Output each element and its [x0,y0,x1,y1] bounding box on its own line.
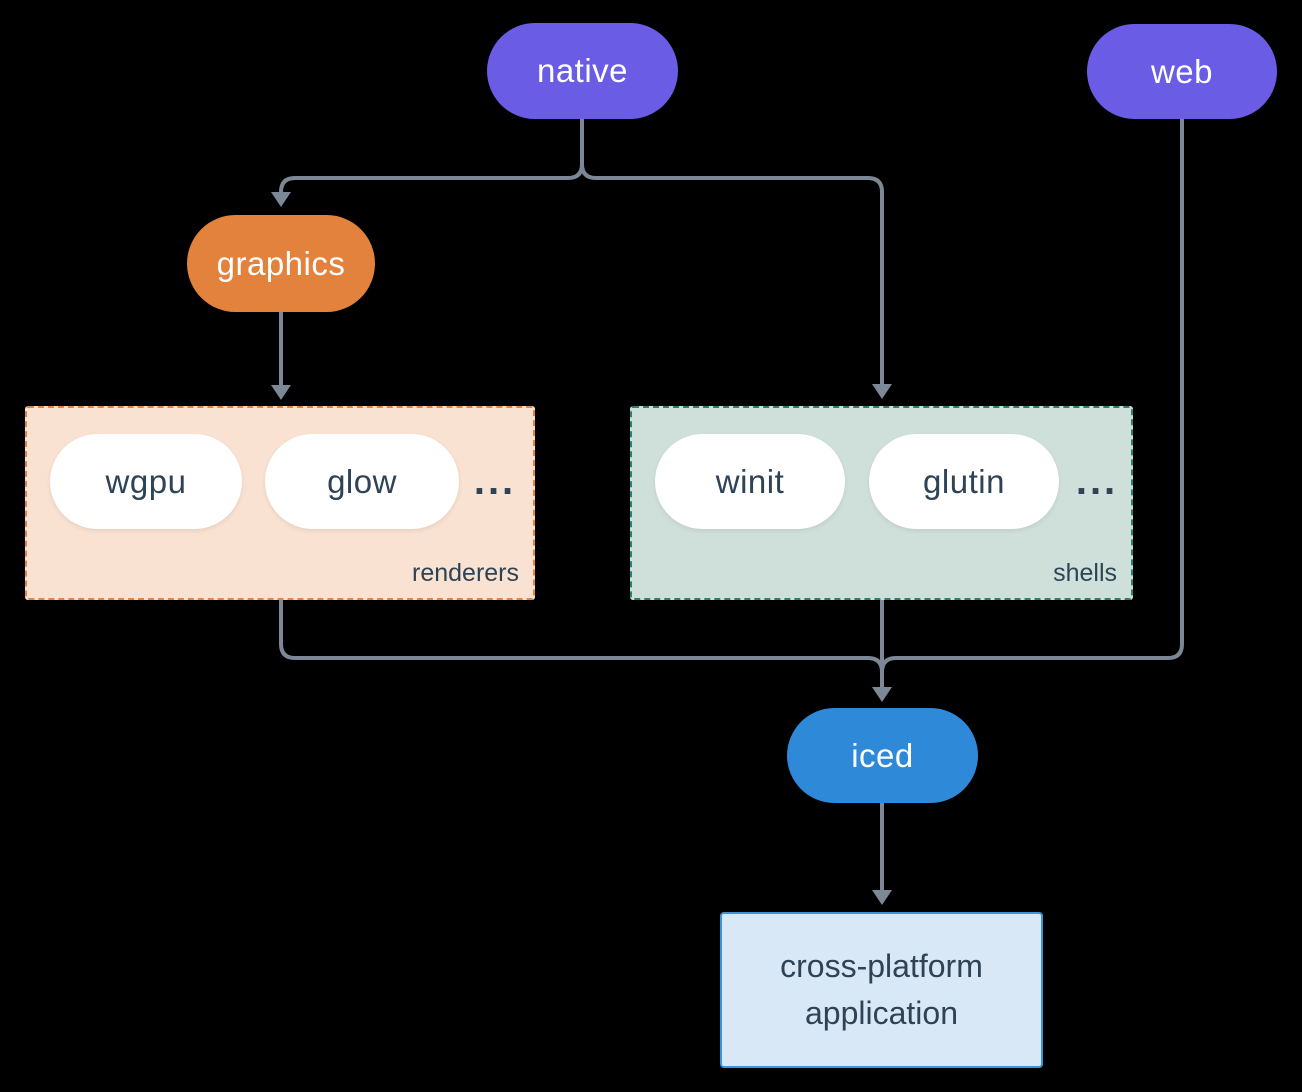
ellipsis-shells: ... [1075,459,1119,503]
node-web: web [1087,24,1277,119]
arrowhead-shells [872,384,892,399]
node-glutin: glutin [869,434,1059,529]
edge-renderers-to-iced [279,600,884,688]
edge-web-to-iced [880,119,1184,688]
edge-native-to-graphics [279,119,584,194]
group-label-shells: shells [1053,559,1117,587]
arrowhead-graphics [271,192,291,207]
group-shells: winit glutin ... shells [630,406,1133,600]
application-label-line1: cross-platform [780,948,983,984]
node-winit: winit [655,434,845,529]
arrowhead-application [872,890,892,905]
node-iced: iced [787,708,978,803]
node-wgpu: wgpu [50,434,242,529]
group-renderers: wgpu glow ... renderers [25,406,535,600]
arrowhead-iced [872,687,892,702]
arrowhead-renderers [271,385,291,400]
ellipsis-renderers: ... [473,459,517,503]
edge-native-to-shells [580,119,884,386]
node-cross-platform-application: cross-platform application [720,912,1043,1068]
group-label-renderers: renderers [412,559,519,587]
application-label-line2: application [805,995,958,1031]
node-glow: glow [265,434,459,529]
node-graphics: graphics [187,215,375,312]
node-native: native [487,23,678,119]
